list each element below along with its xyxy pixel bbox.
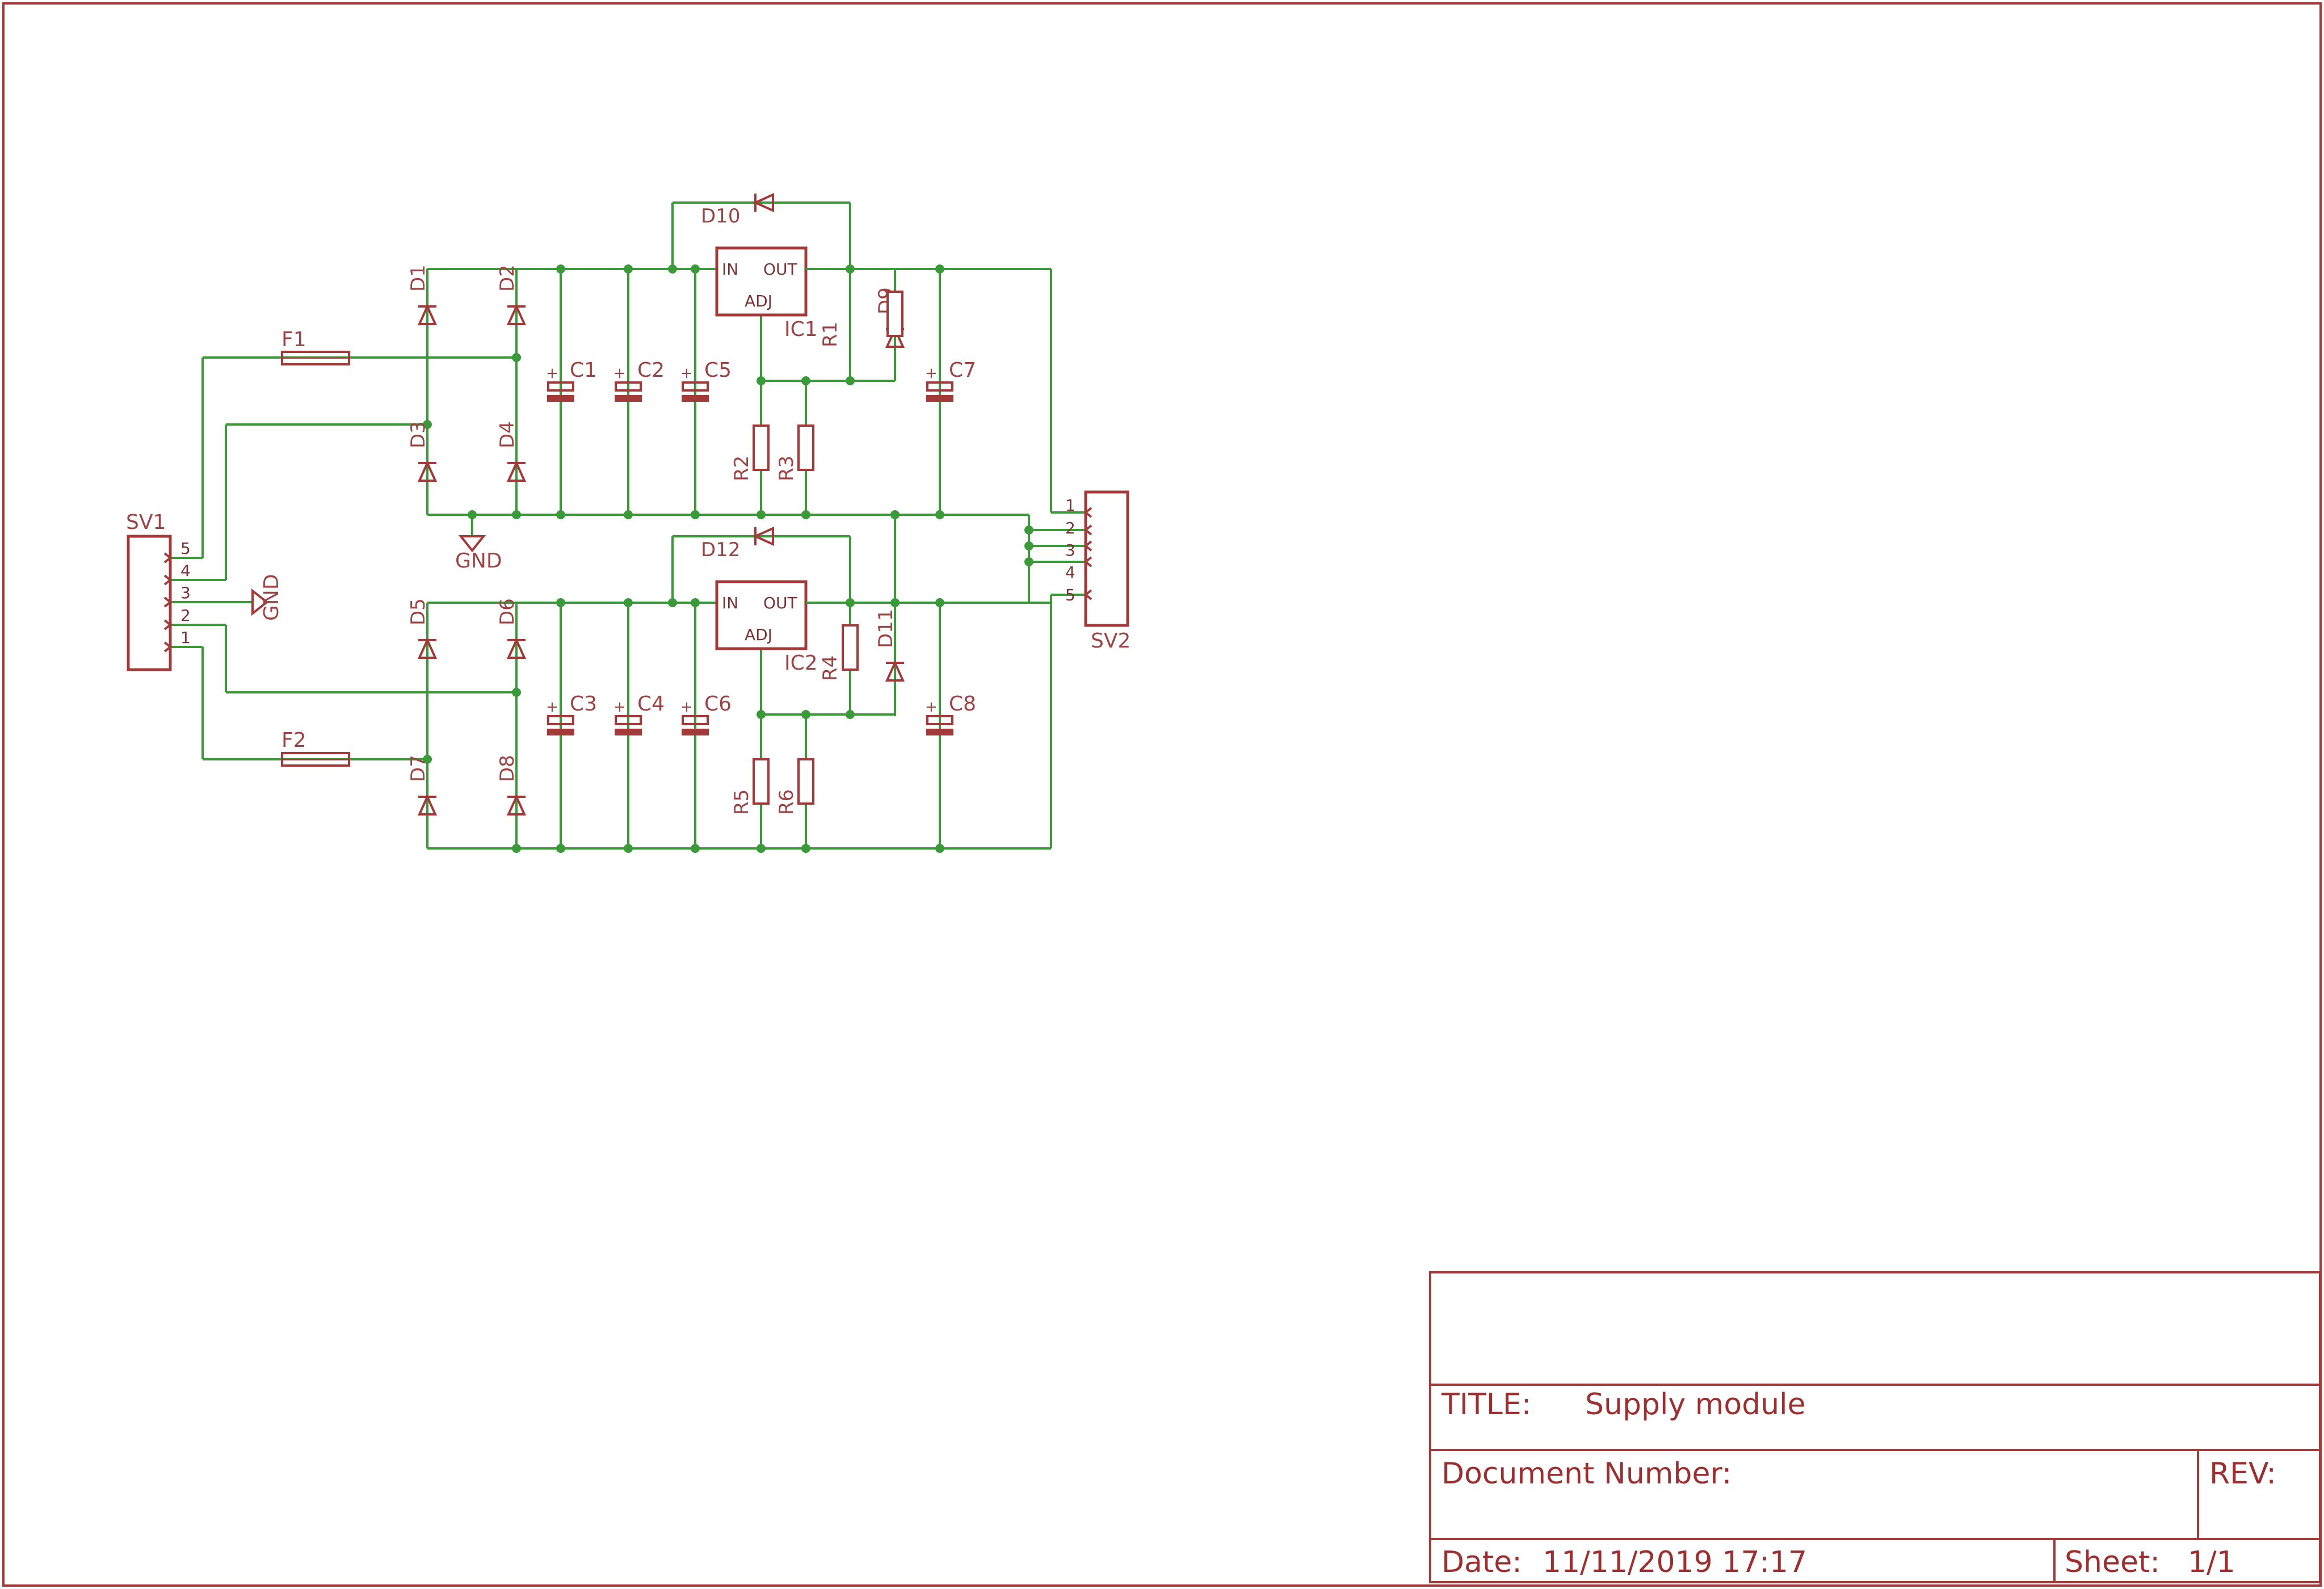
c6-polarity: + [680,699,693,716]
r6-label: R6 [775,789,798,815]
d2-label: D2 [496,264,519,292]
c5-label: C5 [704,359,732,382]
ic1-pin-adj: ADJ [745,292,772,310]
sheet-label: Sheet: [2065,1545,2160,1579]
c4-label: C4 [637,692,665,716]
diode-labels: D1 D2 D3 D4 D5 D6 D7 D8 D9 D11 D10 D12 [407,205,897,782]
c3-polarity: + [546,699,558,716]
junctions [423,264,1033,853]
sv1-pin-4: 4 [180,561,191,580]
title-block: TITLE: Supply module Document Number: RE… [1429,1271,2321,1583]
ic2-label: IC2 [784,651,818,675]
connector-sv2: SV2 1 2 3 4 5 [1065,490,1131,653]
d6-label: D6 [496,598,519,625]
d10-label: D10 [701,205,740,228]
sv2-pin-1: 1 [1065,496,1075,515]
d5-label: D5 [407,598,430,625]
ic1-pin-out: OUT [763,260,798,279]
diode-d11 [885,660,905,682]
sv2-pin-4: 4 [1065,563,1075,582]
diode-d4 [506,460,527,482]
ic2-pin-out: OUT [763,594,798,612]
fuse-f2: F2 [281,729,350,767]
d8-label: D8 [496,755,519,782]
diode-d1 [417,304,438,325]
capacitors: + + + + + + + + C1 C2 C5 C7 C3 C4 C6 C8 [546,359,976,735]
sv1-pin-2: 2 [180,606,191,625]
c8-label: C8 [949,692,976,716]
connector-sv1: SV1 5 4 3 2 1 [126,511,191,671]
diode-d3 [417,460,438,482]
sheet-value: 1/1 [2188,1545,2235,1579]
c8-polarity: + [925,699,938,716]
r4-label: R4 [819,655,842,681]
diode-d8 [506,794,527,815]
sv1-pin-5: 5 [180,539,191,558]
sv1-pin-1: 1 [180,628,191,647]
regulator-ic2: IN OUT ADJ IC2 [715,580,850,675]
gnd-symbol-main: GND [455,535,502,573]
diode-d10 [753,192,774,213]
rev-label: REV: [2209,1457,2276,1491]
date-label: Date: [1442,1545,1522,1579]
d11-label: D11 [875,609,897,648]
diode-d7 [417,794,438,815]
c2-label: C2 [637,359,665,382]
d1-label: D1 [407,264,430,292]
c2-polarity: + [613,365,626,382]
diode-d12 [753,526,774,547]
sv2-pin-2: 2 [1065,519,1075,537]
c1-polarity: + [546,365,558,382]
sv2-pin-5: 5 [1065,586,1075,604]
d4-label: D4 [496,421,519,448]
title-value: Supply module [1585,1388,1806,1422]
gnd-sv1-label: GND [260,574,283,621]
ic1-pin-in: IN [722,260,738,279]
r2-label: R2 [730,456,753,481]
r3-label: R3 [775,456,798,481]
c7-label: C7 [949,359,976,382]
ic2-pin-in: IN [722,594,738,612]
c7-polarity: + [925,365,938,382]
c6-label: C6 [704,692,732,716]
diode-d6 [506,637,527,659]
wires [170,201,1086,850]
c4-polarity: + [613,699,626,716]
f2-label: F2 [281,729,306,752]
regulator-ic1: IN OUT ADJ IC1 [715,246,850,341]
diode-d5 [417,637,438,659]
title-label: TITLE: [1441,1388,1531,1422]
d7-label: D7 [407,755,430,782]
d12-label: D12 [701,539,740,561]
diodes [417,192,905,815]
fuse-f1: F1 [203,328,350,365]
r1-label: R1 [819,322,842,347]
c5-polarity: + [680,365,693,382]
r5-label: R5 [730,789,753,815]
ic1-label: IC1 [784,318,818,341]
ic2-pin-adj: ADJ [745,625,772,644]
gnd-main-label: GND [455,549,502,573]
d3-label: D3 [407,421,430,448]
document-number-label: Document Number: [1442,1457,1732,1491]
sv2-label: SV2 [1091,629,1131,653]
sv2-pin-3: 3 [1065,541,1075,560]
sv1-pin-3: 3 [180,583,191,602]
date-value: 11/11/2019 17:17 [1543,1545,1807,1579]
f1-label: F1 [281,328,306,351]
sv1-label: SV1 [126,511,166,534]
resistors: R1 R2 R3 R4 R5 R6 [730,291,903,815]
c1-label: C1 [570,359,597,382]
diode-d2 [506,304,527,325]
gnd-symbol-sv1: GND [251,574,283,621]
c3-label: C3 [570,692,597,716]
